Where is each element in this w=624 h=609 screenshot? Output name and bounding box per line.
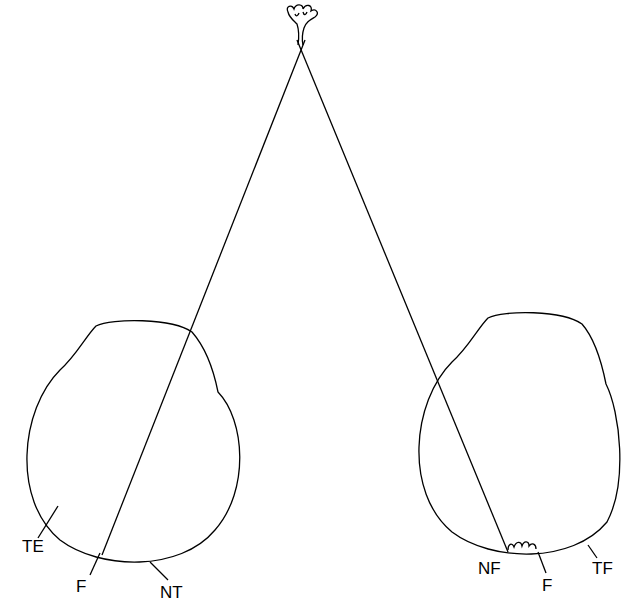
region-label: NF xyxy=(478,560,501,577)
left-ray xyxy=(102,40,305,555)
region-label: F xyxy=(76,578,86,595)
right-ray xyxy=(297,40,508,552)
right-eyeball xyxy=(419,313,620,554)
retinal-image xyxy=(508,542,536,550)
region-label: TF xyxy=(592,560,613,577)
left-eyeball xyxy=(27,321,240,562)
leader-line xyxy=(150,562,168,580)
region-label: F xyxy=(542,577,552,594)
leader-line xyxy=(38,506,58,538)
region-label: NT xyxy=(160,584,183,601)
region-label: TE xyxy=(22,538,44,555)
flower xyxy=(287,5,317,45)
leader-line xyxy=(90,553,100,575)
leader-line xyxy=(588,545,597,558)
leader-line xyxy=(538,552,546,573)
